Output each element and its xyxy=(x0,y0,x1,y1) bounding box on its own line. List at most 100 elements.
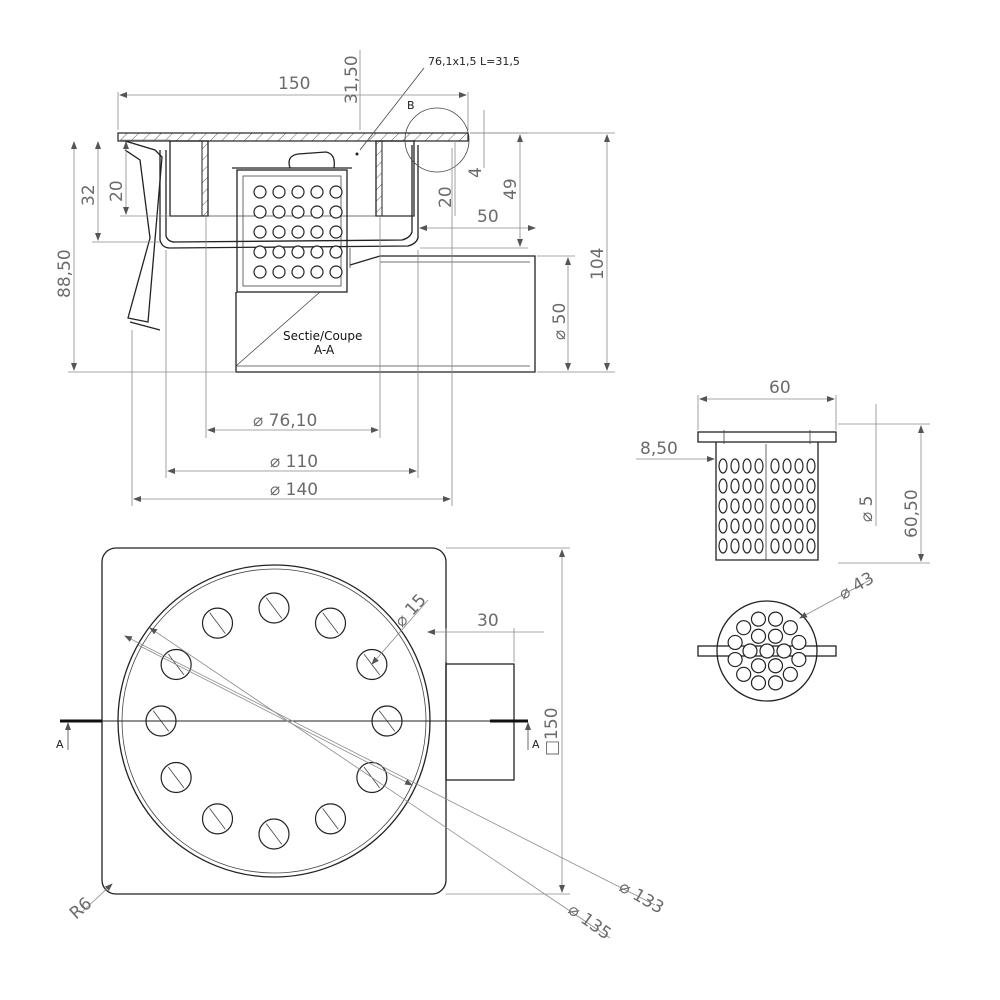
dim-31-50: 31,50 xyxy=(342,55,362,104)
section-basket-hole xyxy=(253,205,267,219)
basket-hole xyxy=(782,538,792,554)
basket-hole xyxy=(730,538,740,554)
basket-hole xyxy=(794,538,804,554)
basket-hole xyxy=(742,538,752,554)
basket-top-hole xyxy=(791,634,807,651)
section-view: B 76,1x1,5 L=31,5 Sectie/Coupe A-A 150 3… xyxy=(55,50,615,506)
dim-dia-43: ⌀ 43 xyxy=(836,568,878,604)
basket-top-hole xyxy=(791,651,807,668)
dim-dia-5: ⌀ 5 xyxy=(857,496,877,522)
basket-top-hole xyxy=(759,643,775,659)
dim-30: 30 xyxy=(477,611,499,631)
basket-top-hole xyxy=(776,643,792,659)
basket-hole xyxy=(806,538,816,554)
section-basket-hole xyxy=(253,245,267,259)
basket-hole xyxy=(742,458,752,474)
top-callout: 76,1x1,5 L=31,5 xyxy=(428,55,520,68)
basket-hole xyxy=(782,498,792,514)
section-basket-hole xyxy=(272,245,286,259)
section-basket-hole xyxy=(272,205,286,219)
basket-top-view: ⌀ 43 xyxy=(697,568,878,702)
basket-top-hole xyxy=(767,658,784,674)
dim-square-150: □150 xyxy=(542,707,562,756)
top-plate xyxy=(117,132,469,142)
section-basket-hole xyxy=(272,225,286,239)
basket-hole xyxy=(770,478,780,494)
basket-hole xyxy=(770,538,780,554)
basket-hole xyxy=(794,498,804,514)
basket-handle xyxy=(288,151,335,169)
section-title: Sectie/Coupe xyxy=(283,329,362,343)
plan-hole-slot xyxy=(265,597,283,619)
basket-top-hole xyxy=(767,628,784,644)
basket-top-hole xyxy=(736,620,752,636)
section-basket-hole xyxy=(272,185,286,199)
section-basket-hole xyxy=(291,185,305,199)
basket-top-circle xyxy=(716,600,818,702)
basket-side-view: 60 8,50 60,50 ⌀ 5 xyxy=(253,185,930,564)
basket-top-hole xyxy=(750,628,767,644)
basket-hole xyxy=(754,478,764,494)
plan-hole-slot xyxy=(209,612,226,634)
collar-left-wall xyxy=(201,140,209,217)
basket-top-hole xyxy=(767,675,784,691)
basket-top-hole xyxy=(782,620,798,636)
basket-hole xyxy=(782,458,792,474)
section-basket-hole xyxy=(329,205,343,219)
basket-hole xyxy=(718,518,728,534)
basket-hole xyxy=(770,458,780,474)
basket-hole xyxy=(754,518,764,534)
section-basket-hole xyxy=(310,205,324,219)
section-basket-hole xyxy=(253,225,267,239)
basket-hole xyxy=(770,498,780,514)
basket-top-hole xyxy=(736,666,752,682)
dim-88-50: 88,50 xyxy=(55,249,75,298)
section-basket-hole xyxy=(291,245,305,259)
section-basket-hole xyxy=(310,245,324,259)
basket-holes xyxy=(253,185,816,554)
section-basket-hole xyxy=(253,185,267,199)
section-basket-hole xyxy=(310,225,324,239)
callout-leader xyxy=(359,67,425,151)
dim-49: 49 xyxy=(501,178,521,200)
section-basket-hole xyxy=(329,245,343,259)
basket-hole xyxy=(754,538,764,554)
plan-hole-slot xyxy=(168,766,185,789)
basket-hole xyxy=(794,478,804,494)
section-basket-hole xyxy=(291,225,305,239)
basket-hole xyxy=(806,478,816,494)
dim-8-50: 8,50 xyxy=(640,439,678,459)
anchor-foot xyxy=(129,321,161,331)
basket-top-hole xyxy=(727,651,743,668)
basket-top-hole xyxy=(727,634,743,651)
dia-133-leader xyxy=(124,635,656,906)
basket-top-hole xyxy=(750,658,767,674)
dim-50: 50 xyxy=(477,207,499,227)
basket-hole xyxy=(806,498,816,514)
plan-hole-slot xyxy=(322,612,339,634)
basket-hole xyxy=(754,458,764,474)
basket-hole xyxy=(718,538,728,554)
anchor-lug xyxy=(124,140,163,323)
section-mark-left: A xyxy=(56,738,64,751)
dim-60-50: 60,50 xyxy=(902,489,922,538)
dia-135-leader xyxy=(149,627,611,939)
plan-hole-slot xyxy=(209,808,226,830)
basket-hole xyxy=(782,478,792,494)
dim-dia-110: ⌀ 110 xyxy=(270,452,318,472)
detail-label: B xyxy=(407,99,415,112)
basket-hole xyxy=(718,458,728,474)
plan-hole-slot xyxy=(322,808,339,830)
basket-body xyxy=(715,442,819,561)
dim-32: 32 xyxy=(79,184,99,206)
basket-hole xyxy=(730,498,740,514)
dim-20-left: 20 xyxy=(107,180,127,202)
dim-4: 4 xyxy=(466,167,486,178)
section-basket-hole xyxy=(310,265,324,279)
dim-150: 150 xyxy=(278,74,310,94)
basket-hole xyxy=(718,478,728,494)
bowl-outer xyxy=(159,145,419,249)
callout-dot xyxy=(355,152,359,156)
basket-top-holes xyxy=(727,611,807,691)
